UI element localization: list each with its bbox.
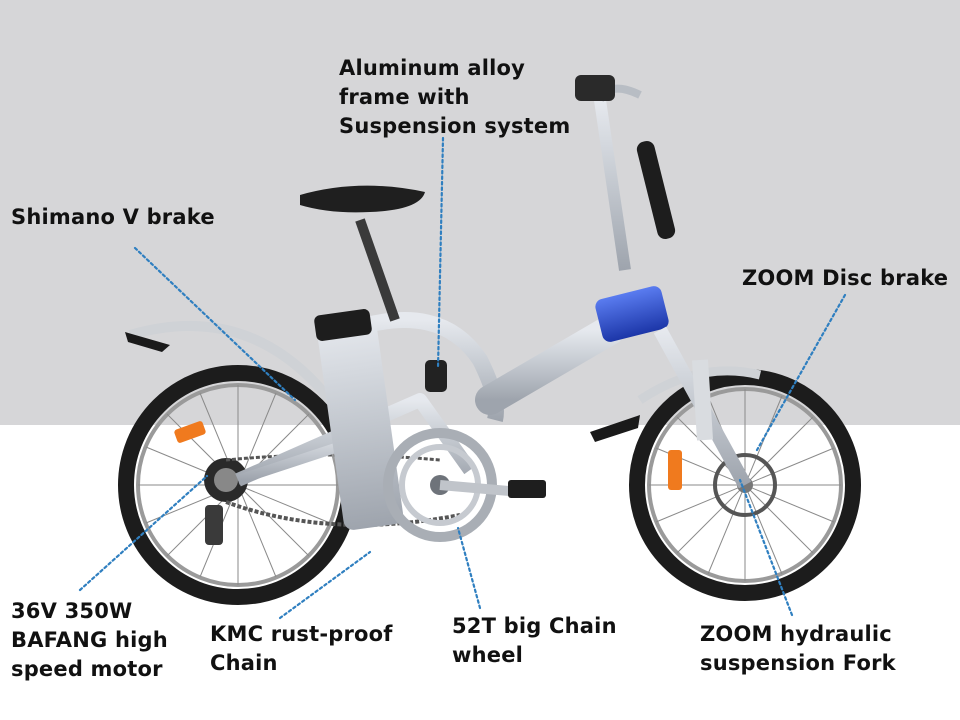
battery-pack <box>314 309 404 530</box>
chain-leader-line <box>278 550 372 620</box>
frame-hinge-blue <box>595 286 669 342</box>
front-reflector <box>668 450 682 490</box>
label-v-brake: Shimano V brake <box>11 205 215 229</box>
rear-motor-hub <box>204 458 248 545</box>
label-chain: KMC rust-proof Chain <box>210 622 393 675</box>
rear-fender <box>128 320 334 404</box>
rear-reflector <box>174 421 206 443</box>
frame-leader-line <box>436 136 445 370</box>
pedal <box>508 480 546 498</box>
label-motor: 36V 350W BAFANG high speed motor <box>11 599 168 681</box>
label-fork: ZOOM hydraulic suspension Fork <box>700 622 896 675</box>
disc-rotor <box>713 453 777 517</box>
v-brake-leader-line <box>133 246 297 402</box>
label-disc-brake: ZOOM Disc brake <box>742 266 949 290</box>
chainring <box>383 428 546 542</box>
saddle <box>300 185 425 213</box>
rear-shock <box>425 360 447 392</box>
brake-lever <box>575 75 615 101</box>
label-chainwheel: 52T big Chain wheel <box>452 614 617 667</box>
fork-leader-line <box>738 478 794 617</box>
disc-brake-leader-line <box>755 293 847 452</box>
suspension-fork <box>692 359 713 441</box>
seatpost <box>355 218 400 322</box>
label-frame: Aluminum alloy frame with Suspension sys… <box>339 56 571 138</box>
chainwheel-leader-line <box>456 526 482 610</box>
handlebar-grip <box>636 141 676 239</box>
motor-leader-line <box>78 474 209 592</box>
